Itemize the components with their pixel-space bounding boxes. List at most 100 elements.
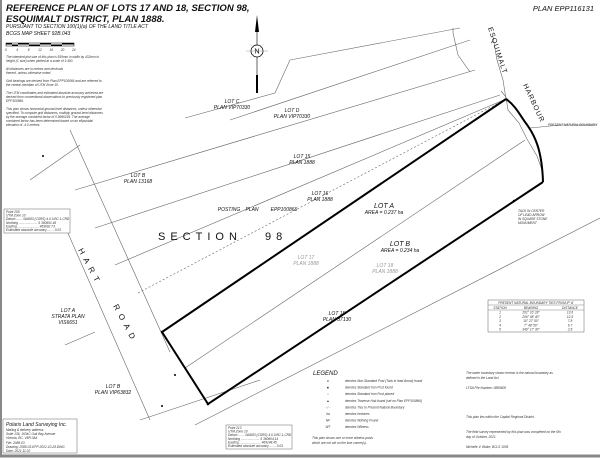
legend-item-text: denotes Traverse Hub found (set on Plan … — [345, 399, 422, 403]
legend-symbol-icon: ● — [327, 379, 329, 383]
legend-item-text: denotes Witness — [345, 425, 369, 429]
lot-b-area: AREA = 0.234 ha — [380, 248, 420, 254]
note-line: The intended plot size of this plan is 5… — [6, 55, 99, 59]
utm-line: Easting ........................ 469092.… — [6, 224, 55, 228]
legend: LEGEND ● denotes Non-Standard Post (Tack … — [312, 371, 422, 445]
surveyor-signature: Michelle V. Blake, BCLS 1005 — [466, 445, 509, 449]
note-line: by the average combined factor of 0.9996… — [6, 115, 90, 119]
table-cell: 6.7 — [568, 323, 573, 327]
utm-line: Estimated absolute accuracy ....... 0.03 — [6, 228, 61, 232]
table-header: DISTANCE — [562, 306, 579, 310]
parcel-lines — [29, 27, 600, 426]
table-title: PRESENT NATURAL BOUNDARY TIES FROM IP 'A… — [498, 301, 574, 305]
legend-item-text: denotes Non-Standard Post (Tack in lead … — [345, 379, 422, 383]
section-label: SECTION — [158, 231, 242, 243]
legend-note-1: This plan shows one or more witness post… — [312, 436, 373, 440]
legend-item-text: denotes hectares — [345, 412, 370, 416]
present-natural-boundary-label: PRESENT NATURAL BOUNDARY — [548, 123, 598, 127]
table-cell: 2 — [498, 315, 501, 319]
firm-line2: Suite 136, 1634C Oak Bay Avenue — [6, 432, 55, 436]
general-notes: The intended plot size of this plan is 5… — [5, 55, 103, 127]
note-line: height (C size) when plotted at a scale … — [6, 59, 73, 63]
plan-number: PLAN EPP116131 — [533, 4, 594, 13]
legend-symbol-icon: ▲ — [326, 399, 329, 403]
posting-plan-number: EPP100866 — [271, 207, 298, 213]
lot-c-plan: PLAN VIP70330 — [214, 105, 251, 111]
note-line: All distances are in metres and decimals — [5, 67, 63, 71]
utm-line: Northing ..................... 5 360604.… — [228, 437, 278, 441]
scale-tick: 8 — [28, 48, 30, 52]
legend-item-text: denotes Standard Iron Post found — [345, 386, 393, 390]
lot-15-plan: PLAN 1888 — [289, 160, 315, 166]
scale-tick: 4 — [16, 48, 18, 52]
harbour-label: HARBOUR — [521, 83, 545, 124]
lot-16-plan: PLAN 1888 — [307, 197, 333, 203]
utm-line: UTM Zone 10 — [228, 430, 248, 434]
strata-lot-a-label: LOT A — [61, 308, 76, 314]
table-cell: 4 — [499, 323, 501, 327]
table-cell: 10° 27' 50" — [523, 319, 539, 323]
firm-name: Polaris Land Surveying Inc. — [6, 422, 67, 428]
water-boundary-note-1: The water boundary shown hereon is the n… — [466, 371, 553, 375]
legend-symbol-icon: WT — [326, 425, 332, 429]
utm-line: Datum ....... NAD83 (CSRS) 4.0.0.BC.1.CR… — [6, 217, 70, 221]
note-line: thereof, unless otherwise noted. — [6, 71, 51, 75]
north-label: N — [254, 49, 259, 56]
utm-line: Point 213 — [228, 426, 242, 430]
utm-line: Northing ..................... 5 360691.… — [6, 221, 56, 225]
field-survey-note-2: day of October, 2021. — [466, 435, 497, 439]
ties-table: PRESENT NATURAL BOUNDARY TIES FROM IP 'A… — [487, 299, 585, 333]
utm-line: Datum ....... NAD83 (CSRS) 4.0.0.BC.1.CR… — [228, 433, 292, 437]
title-line1: REFERENCE PLAN OF LOTS 17 AND 18, SECTIO… — [6, 3, 250, 14]
lot-labels: LOT C PLAN VIP70330 LOT D PLAN VIP70330 … — [51, 26, 598, 396]
strata-plan-label: STRATA PLAN — [51, 314, 85, 320]
firm-block: Polaris Land Surveying Inc. Mailing & de… — [2, 418, 78, 454]
ltsa-file-number: LTSA File Number: 0889600 — [466, 386, 506, 390]
table-cell: 13.6 — [567, 311, 573, 315]
table-cell: 349° 17' 30" — [522, 328, 540, 332]
table-cell: 2.8 — [567, 328, 573, 332]
lot-b-63832-label: LOT B — [106, 384, 121, 390]
lot-17-plan: PLAN 1888 — [293, 261, 319, 267]
table-cell: 12.5 — [567, 315, 573, 319]
lot-b-label: LOT B — [390, 241, 411, 248]
tack-note-3: IN SQUARE STONE — [518, 217, 548, 221]
legend-symbol-icon: - ı - — [326, 405, 331, 409]
firm-file: File: 2088-03 — [6, 441, 25, 445]
note-line: Grid bearings are derived from Plan EPP1… — [6, 79, 102, 83]
hart-label: HART — [76, 247, 103, 288]
utm-line: Estimated absolute accuracy ....... 0.03 — [228, 444, 283, 448]
note-line: the central meridian of UTM Zone 10. — [6, 83, 59, 87]
right-notes: The water boundary shown hereon is the n… — [466, 371, 561, 449]
legend-title: LEGEND — [313, 371, 338, 377]
section-number: 98 — [265, 231, 287, 243]
table-cell: 206° 58' 40" — [521, 315, 540, 319]
table-header: BEARING — [524, 306, 539, 310]
lot-b-13168-label: LOT B — [131, 173, 146, 179]
lot-15-label: LOT 15 — [294, 154, 311, 160]
firm-date: Date: 2021.11.02 — [6, 449, 30, 453]
title-line2: ESQUIMALT DISTRICT, PLAN 1888. — [6, 14, 165, 25]
table-cell: 1 — [499, 311, 501, 315]
boundary-north — [161, 98, 507, 333]
note-line: elevation of -4.0 metres. — [6, 123, 40, 127]
lot-b-63832-plan: PLAN VIP63832 — [95, 390, 132, 396]
utm-line: UTM Zone 10 — [6, 214, 26, 218]
firm-line3: Victoria, BC, V8R 0A4 — [6, 436, 38, 440]
table-cell: 202° 16' 28" — [521, 311, 540, 315]
esquimalt-label: ESQUIMALT — [486, 26, 508, 75]
note-line: This plan shows horizontal ground-level … — [6, 107, 102, 111]
title-block: REFERENCE PLAN OF LOTS 17 AND 18, SECTIO… — [6, 3, 250, 37]
table-cell: 3 — [499, 319, 501, 323]
legend-note-2: which are not set on the true corner(s). — [312, 441, 367, 445]
lot-18-label: LOT 18 — [377, 263, 394, 269]
utm-line: Easting ........................ 469148.… — [228, 440, 277, 444]
lot-18-plan: PLAN 1888 — [372, 269, 398, 275]
legend-symbol-icon: ha — [326, 412, 330, 416]
lot-d-label: LOT D — [285, 108, 300, 114]
north-arrow-head-icon — [255, 15, 259, 32]
